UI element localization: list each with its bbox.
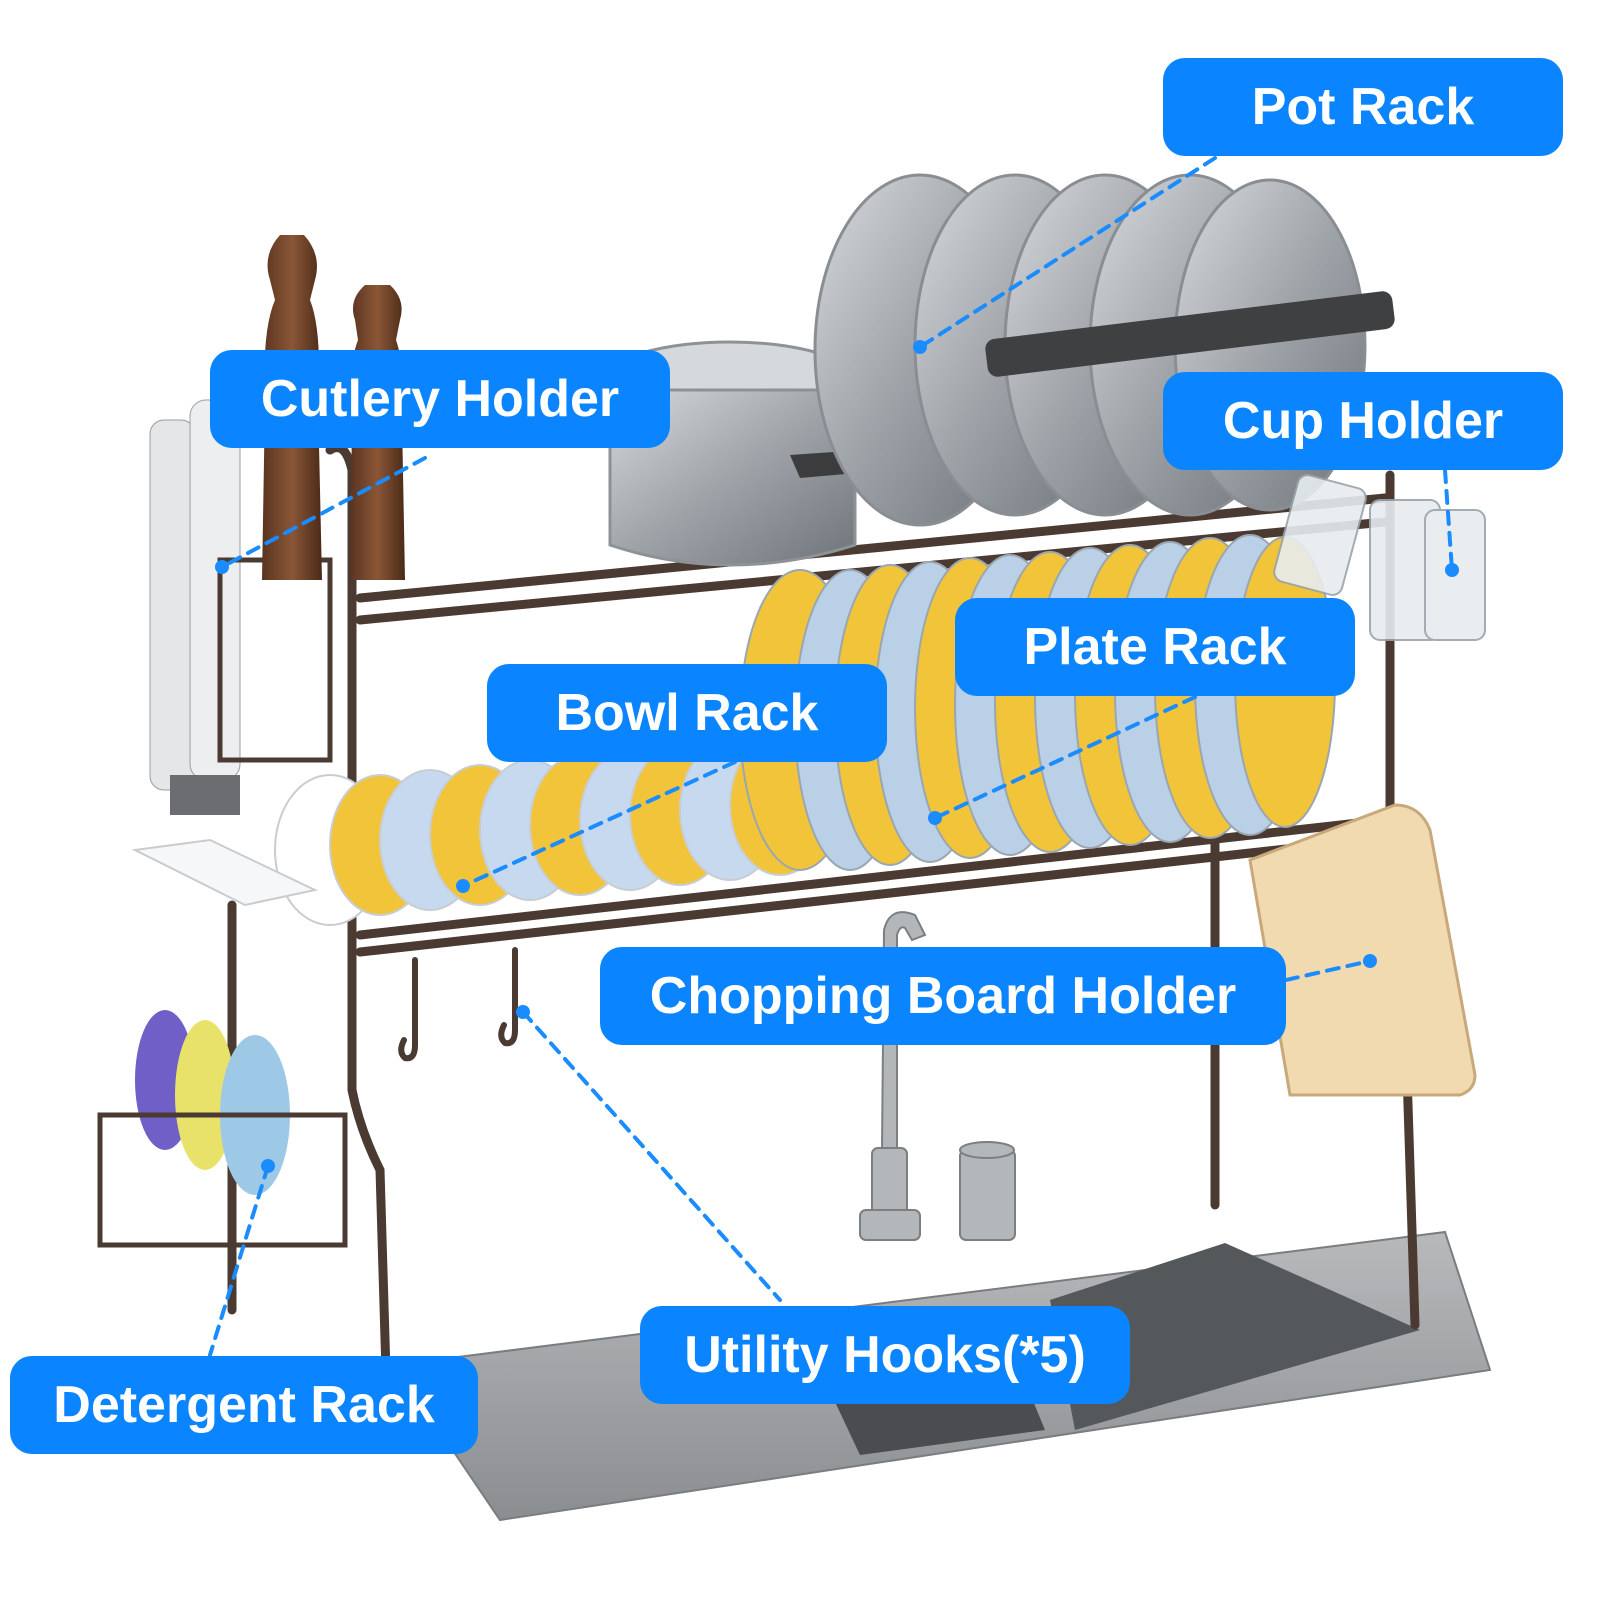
drip-tray [131, 838, 319, 907]
detergent-basket [97, 1010, 348, 1248]
cups [1273, 474, 1486, 641]
knife-block [149, 399, 333, 815]
pot-rack-label: Pot Rack [1163, 58, 1563, 156]
bowl-rack-label: Bowl Rack [487, 664, 887, 762]
chopping-board-holder-label: Chopping Board Holder [600, 947, 1286, 1045]
plate-rack-label: Plate Rack [955, 598, 1355, 696]
cup-holder-label: Cup Holder [1163, 372, 1563, 470]
pot-rack-arms [985, 291, 1395, 377]
hooks [398, 947, 518, 1062]
cutlery-holder-label: Cutlery Holder [210, 350, 670, 448]
leader-dots [215, 340, 1459, 1173]
utility-hooks-label: Utility Hooks(*5) [640, 1306, 1130, 1404]
detergent-rack-label: Detergent Rack [10, 1356, 478, 1454]
chopping-board [1248, 803, 1477, 1097]
leader-lines [208, 156, 1454, 1357]
